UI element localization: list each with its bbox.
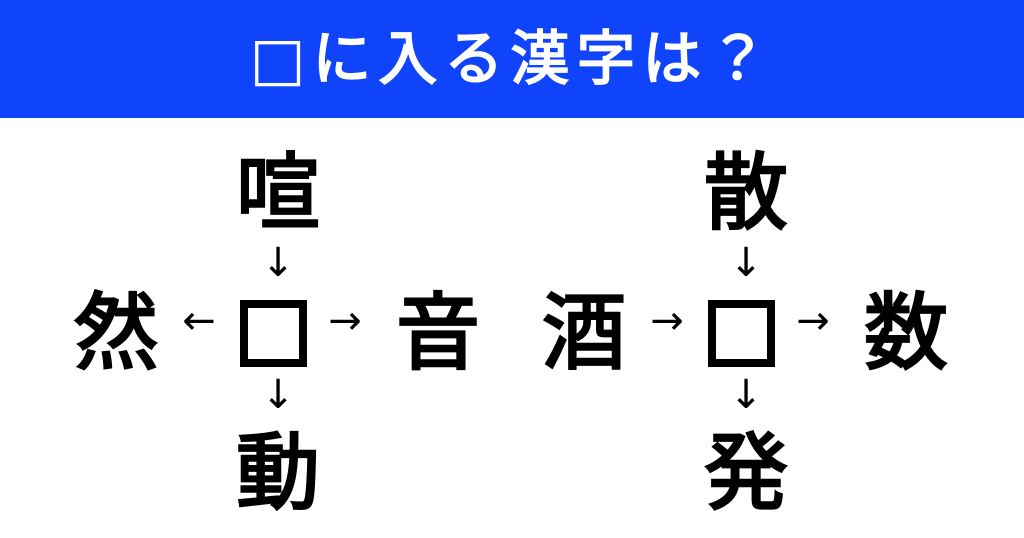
answer-box-left-group[interactable] <box>240 300 307 367</box>
kanji-bottom-right-group: 発 <box>703 424 788 522</box>
arrow-left-icon: ← <box>182 298 216 344</box>
page-title: □に入る漢字は？ <box>249 23 775 93</box>
arrow-right-icon: → <box>650 298 684 344</box>
kanji-west-right-group: 酒 <box>541 284 626 382</box>
arrow-down-icon: ↓ <box>729 372 763 418</box>
puzzle-group-left: 喧 ↓ 然 ← → 音 ↓ 動 <box>58 133 498 523</box>
kanji-top-right-group: 散 <box>703 144 788 242</box>
arrow-down-icon: ↓ <box>261 372 295 418</box>
kanji-bottom-left-group: 動 <box>235 424 320 522</box>
arrow-down-icon: ↓ <box>261 240 295 286</box>
answer-box-right-group[interactable] <box>708 300 775 367</box>
header-banner: □に入る漢字は？ <box>0 0 1024 118</box>
kanji-top-left-group: 喧 <box>235 144 320 242</box>
kanji-west-left-group: 然 <box>73 284 158 382</box>
puzzle-area: 喧 ↓ 然 ← → 音 ↓ 動 散 ↓ 酒 → → 数 ↓ 発 <box>0 118 1024 538</box>
kanji-east-left-group: 音 <box>395 284 480 382</box>
arrow-right-icon: → <box>328 298 362 344</box>
puzzle-group-right: 散 ↓ 酒 → → 数 ↓ 発 <box>526 133 966 523</box>
kanji-east-right-group: 数 <box>863 284 948 382</box>
arrow-down-icon: ↓ <box>729 240 763 286</box>
arrow-right-icon: → <box>796 298 830 344</box>
